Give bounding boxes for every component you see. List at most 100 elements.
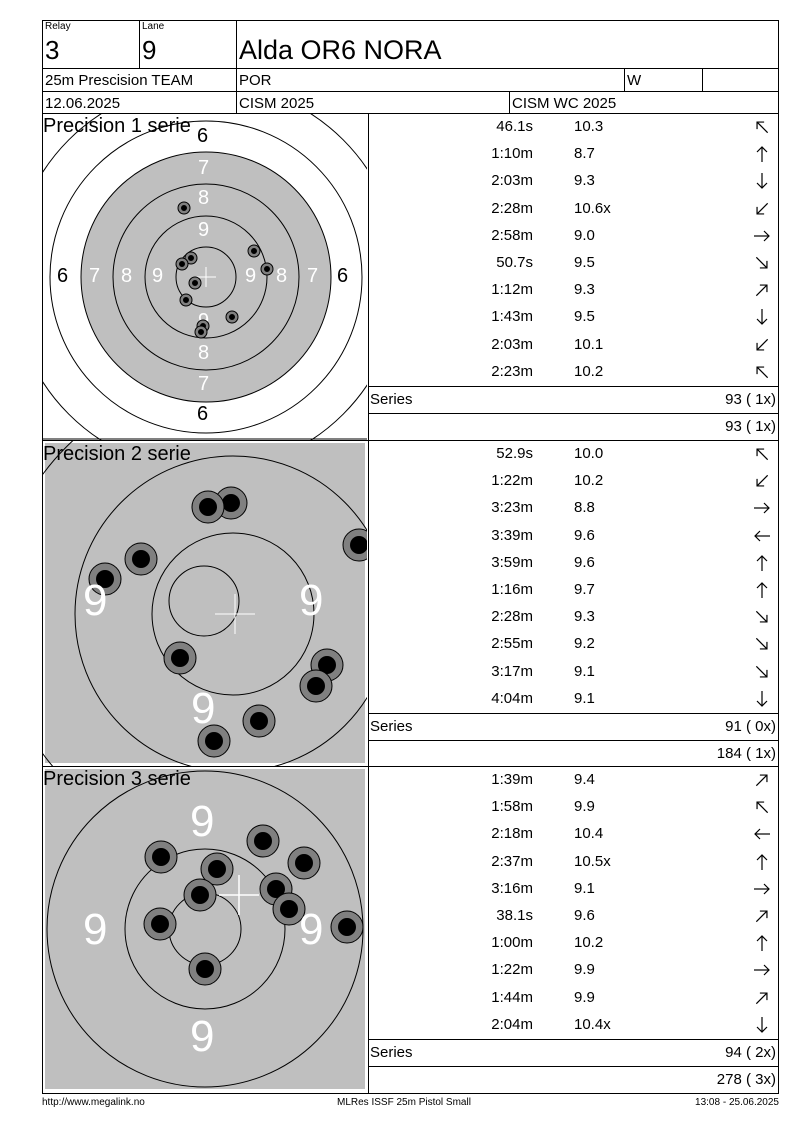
shot-time: 1:00m bbox=[491, 934, 533, 952]
direction-arrow-icon bbox=[752, 662, 772, 682]
lane-label: Lane bbox=[142, 21, 165, 32]
shot-row: 1:22m 10.2 bbox=[368, 468, 778, 495]
series1-line-b bbox=[368, 413, 779, 414]
shot-hole-center bbox=[181, 205, 187, 211]
zoom3-nine-bottom: 9 bbox=[190, 1012, 215, 1061]
divider-row3 bbox=[42, 113, 779, 114]
lane-value: 9 bbox=[142, 35, 157, 65]
direction-arrow-icon bbox=[752, 960, 772, 980]
shooter-name: Alda OR6 NORA bbox=[239, 35, 442, 65]
direction-arrow-icon bbox=[752, 117, 772, 137]
gender: W bbox=[627, 72, 642, 89]
shot-time: 3:23m bbox=[491, 499, 533, 517]
ring-number-6-top: 6 bbox=[197, 125, 209, 147]
shot-score: 9.9 bbox=[574, 961, 595, 979]
direction-arrow-icon bbox=[752, 444, 772, 464]
direction-arrow-icon bbox=[752, 498, 772, 518]
relay-label: Relay bbox=[45, 21, 71, 32]
direction-arrow-icon bbox=[752, 879, 772, 899]
zoom3-nine-top: 9 bbox=[190, 797, 215, 846]
shot-hole-center bbox=[192, 280, 198, 286]
footer-url[interactable]: http://www.megalink.no bbox=[42, 1097, 145, 1108]
divider-gender-extra bbox=[702, 68, 703, 91]
nation: POR bbox=[239, 72, 272, 89]
ring-number-7-right: 7 bbox=[307, 265, 319, 287]
shot-time: 3:17m bbox=[491, 662, 533, 680]
shot-time: 2:28m bbox=[491, 608, 533, 626]
ring-number-9-right: 9 bbox=[245, 265, 257, 287]
shot-score: 9.1 bbox=[574, 879, 595, 897]
direction-arrow-icon bbox=[752, 526, 772, 546]
direction-arrow-icon bbox=[752, 335, 772, 355]
zoom-nine-right: 9 bbox=[299, 576, 324, 625]
shot-row: 2:37m 10.5x bbox=[368, 849, 778, 876]
shot-hole-center bbox=[179, 261, 185, 267]
match-name: CISM WC 2025 bbox=[512, 95, 617, 112]
ring-number-9-top: 9 bbox=[198, 219, 210, 241]
direction-arrow-icon bbox=[752, 689, 772, 709]
shot-time: 4:04m bbox=[491, 689, 533, 707]
shot-time: 2:04m bbox=[491, 1015, 533, 1033]
direction-arrow-icon bbox=[752, 1015, 772, 1035]
shot-time: 1:39m bbox=[491, 771, 533, 788]
direction-arrow-icon bbox=[752, 226, 772, 246]
column-divider bbox=[368, 113, 369, 1093]
direction-arrow-icon bbox=[752, 553, 772, 573]
running-total: 93 ( 1x) bbox=[725, 418, 776, 435]
ring-number-6-left: 6 bbox=[57, 265, 69, 287]
shot-hole-center bbox=[251, 248, 257, 254]
series-label: Series bbox=[370, 1044, 413, 1061]
shot-score: 9.6 bbox=[574, 907, 595, 924]
ring-number-8-left: 8 bbox=[121, 265, 133, 287]
border-left bbox=[42, 20, 43, 1094]
panel-title-1: Precision 1 serie bbox=[43, 115, 191, 137]
shot-score: 10.2 bbox=[574, 472, 604, 490]
series-label: Series bbox=[370, 718, 413, 735]
shot-score: 9.7 bbox=[574, 581, 595, 598]
direction-arrow-icon bbox=[752, 307, 772, 327]
border-top bbox=[42, 20, 779, 21]
event-name: 25m Prescision TEAM bbox=[45, 72, 194, 89]
shot-score: 10.5x bbox=[574, 852, 611, 870]
shot-time: 1:16m bbox=[491, 581, 533, 598]
shot-score: 10.0 bbox=[574, 445, 604, 462]
ring-number-8-top: 8 bbox=[198, 187, 210, 209]
series2-line-a bbox=[368, 713, 779, 714]
series-score: 94 ( 2x) bbox=[725, 1044, 776, 1061]
divider-row1 bbox=[42, 68, 779, 69]
ring-number-7-bottom: 7 bbox=[198, 373, 210, 395]
direction-arrow-icon bbox=[752, 199, 772, 219]
shot-time: 1:22m bbox=[491, 472, 533, 490]
ring-number-8-bottom: 8 bbox=[198, 342, 210, 364]
panel-divider-2 bbox=[42, 766, 779, 767]
shot-row: 1:16m 9.7 bbox=[368, 577, 778, 604]
footer-timestamp: 13:08 - 25.06.2025 bbox=[695, 1097, 779, 1108]
shot-hole-center bbox=[198, 329, 204, 335]
zoom-nine-left: 9 bbox=[83, 576, 108, 625]
shot-score: 9.3 bbox=[574, 172, 595, 190]
direction-arrow-icon bbox=[752, 797, 772, 817]
direction-arrow-icon bbox=[752, 824, 772, 844]
shot-score: 9.0 bbox=[574, 226, 595, 244]
shot-time: 2:37m bbox=[491, 852, 533, 870]
running-total: 184 ( 1x) bbox=[716, 745, 776, 762]
shot-time: 1:44m bbox=[491, 988, 533, 1006]
direction-arrow-icon bbox=[752, 634, 772, 654]
shot-score: 10.4x bbox=[574, 1015, 611, 1033]
shot-score: 10.2 bbox=[574, 362, 604, 380]
ring-number-6-bottom: 6 bbox=[197, 403, 209, 425]
